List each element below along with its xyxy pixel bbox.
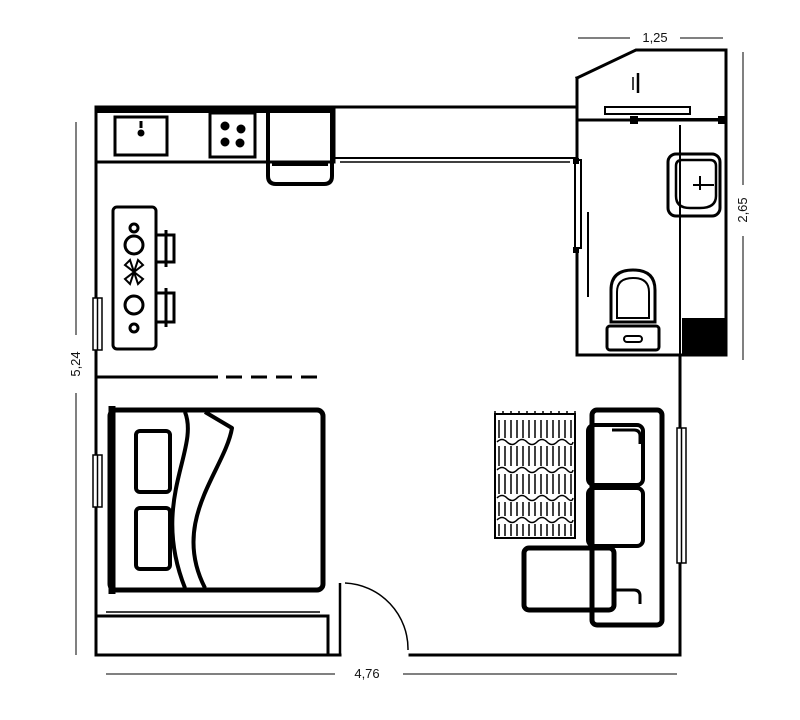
fridge-icon — [266, 110, 334, 186]
kitchen-counter — [94, 105, 577, 164]
height-dimension-label: 5,24 — [68, 351, 83, 376]
dimension-lines — [75, 37, 744, 675]
washbasin-icon — [666, 152, 722, 218]
stove-icon — [208, 111, 257, 159]
bed-bench — [94, 611, 330, 657]
window-icon — [92, 297, 687, 564]
bathroom-width-label: 1,25 — [642, 30, 667, 45]
dining-table-icon — [111, 205, 176, 351]
bathroom-height-label: 2,65 — [735, 197, 750, 222]
walls — [94, 48, 728, 657]
bathroom — [573, 73, 726, 355]
width-dimension-label: 4,76 — [354, 666, 379, 681]
sofa-icon — [521, 407, 665, 628]
rug-icon — [494, 411, 576, 539]
shower-tray-icon — [682, 318, 725, 355]
door-icon — [338, 582, 409, 655]
bed-icon — [107, 406, 326, 594]
sink-icon — [113, 115, 169, 157]
toilet-icon — [605, 268, 661, 352]
